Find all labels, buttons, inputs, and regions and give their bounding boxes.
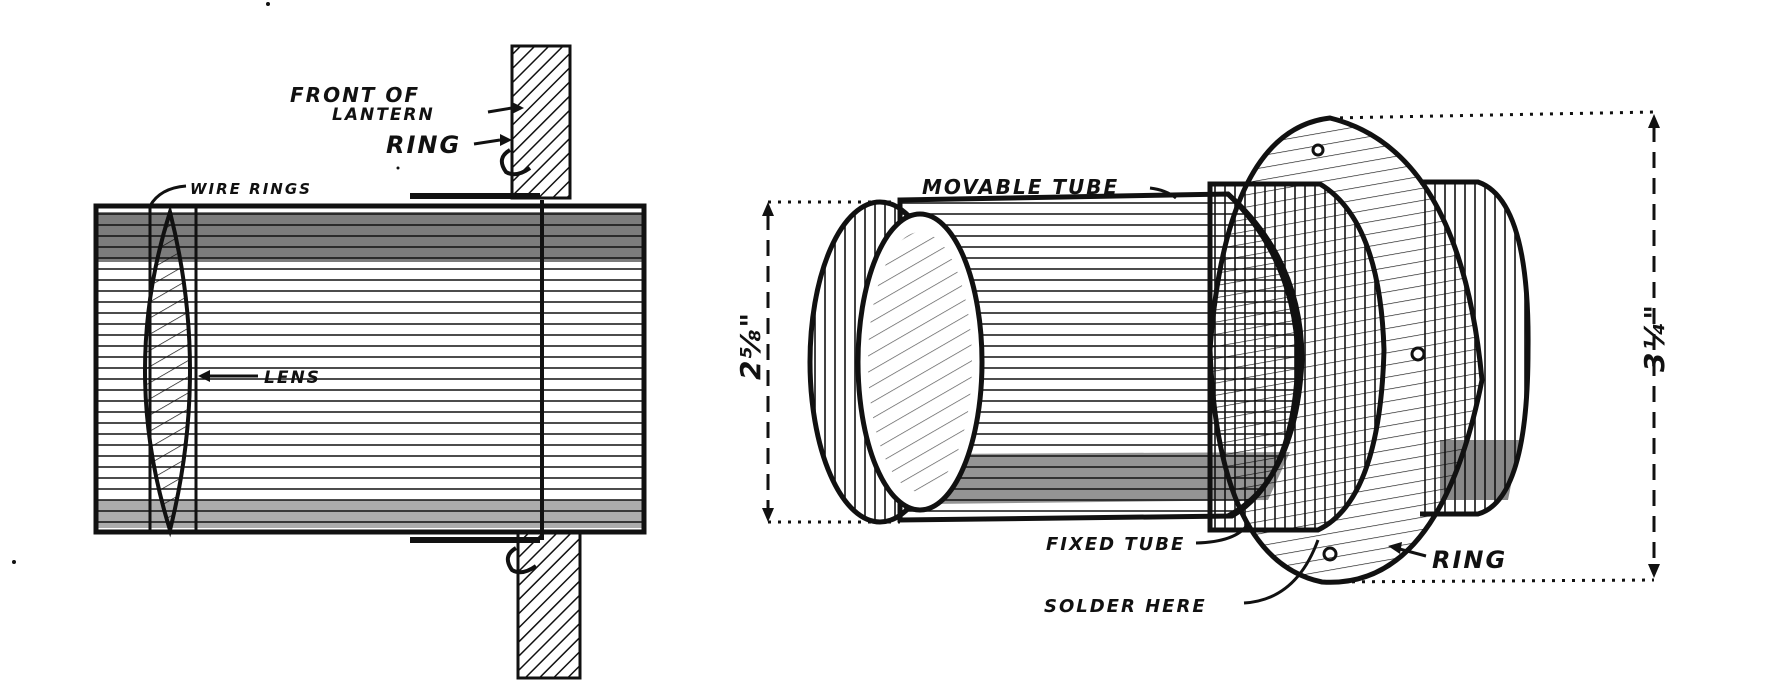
rear-tube-shade: [1440, 440, 1520, 500]
rivet-bottom: [1322, 546, 1338, 562]
leader-solder-here: [1243, 539, 1320, 605]
label-solder-here: SOLDER HERE: [1044, 596, 1207, 617]
front-lens-hatch: [868, 232, 972, 492]
label-movable-tube: MOVABLE TUBE: [922, 175, 1119, 199]
rivet-middle: [1410, 346, 1426, 362]
rivet-top: [1311, 143, 1325, 157]
arrow-ring-left: [500, 134, 512, 146]
leader-wire-rings: [148, 184, 187, 207]
movable-tube-shade: [930, 452, 1290, 504]
label-dim-large: 3¼": [1638, 303, 1671, 372]
arrow-lens: [198, 370, 210, 382]
lantern-front-wall-upper: [510, 44, 572, 200]
lens-shape: [143, 204, 192, 538]
fixed-tube-rim: [1226, 192, 1305, 519]
ring-upper-clip: [499, 148, 532, 177]
leader-fixed-tube: [1195, 523, 1250, 545]
lantern-front-wall-lower: [516, 530, 582, 680]
leader-ring-left: [473, 138, 501, 146]
label-front-of: FRONT OF: [290, 83, 420, 107]
leader-front-of-lantern: [487, 106, 513, 114]
ink-speck-1: [266, 2, 270, 6]
right-perspective-view: 2⅝" 3¼" MOVABLE TUBE FIXED TUBE SOLDER H…: [734, 110, 1671, 617]
label-dim-small: 2⅝": [734, 311, 767, 380]
label-wire-rings: WIRE RINGS: [190, 180, 312, 198]
label-lens: LENS: [264, 368, 321, 388]
ink-speck-3: [396, 166, 400, 170]
label-ring-right: RING: [1432, 546, 1507, 574]
arrow-front-of-lantern: [512, 102, 524, 114]
leader-movable-tube: [1149, 186, 1177, 200]
ring-lower-clip: [505, 546, 538, 575]
label-fixed-tube: FIXED TUBE: [1046, 534, 1185, 555]
dimension-large: [1321, 110, 1660, 584]
label-ring-left: RING: [386, 131, 461, 159]
dimension-small: [762, 200, 900, 524]
ink-speck-2: [12, 560, 16, 564]
tube-bottom-shading: [98, 500, 642, 528]
label-lantern: LANTERN: [332, 105, 435, 125]
tube-top-shading: [98, 212, 642, 262]
leader-ring-right: [1395, 546, 1427, 558]
arrow-ring-right: [1388, 542, 1402, 554]
left-section-view: FRONT OF LANTERN RING WIRE RINGS LENS: [93, 44, 647, 680]
